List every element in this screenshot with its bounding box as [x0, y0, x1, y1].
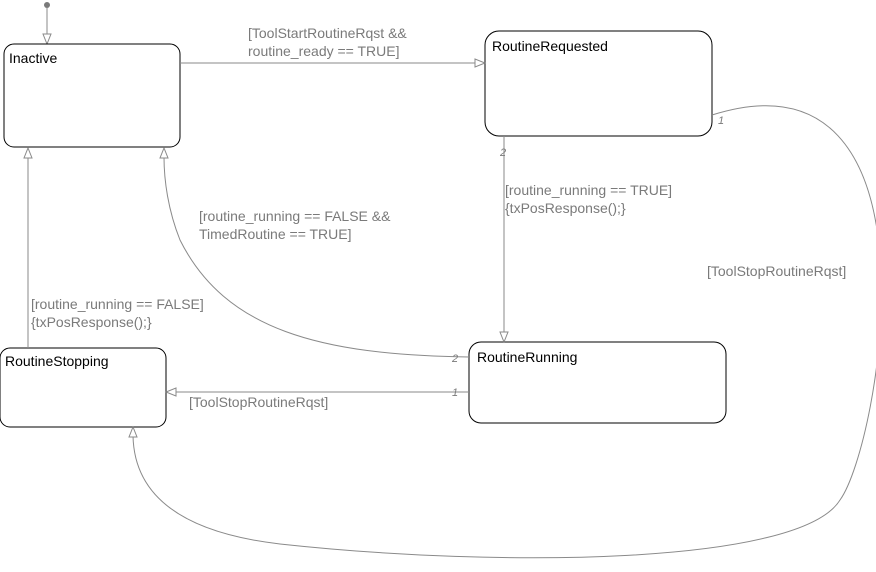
transition-requested-running-priority: 2: [499, 147, 506, 159]
state-routine-running-label: RoutineRunning: [477, 349, 577, 365]
transition-requested-stopping-priority: 1: [718, 115, 724, 127]
transition-requested-stopping-arrowhead: [128, 425, 138, 438]
transition-stopping-to-inactive[interactable]: [routine_running == FALSE] {txPosRespons…: [23, 146, 204, 348]
transition-running-stopping-label: [ToolStopRoutineRqst]: [189, 394, 328, 410]
transition-running-to-stopping[interactable]: 1 [ToolStopRoutineRqst]: [164, 387, 469, 410]
transition-stopping-inactive-label-1: [routine_running == FALSE]: [31, 296, 204, 312]
transition-running-to-inactive[interactable]: 2 [routine_running == FALSE && TimedRout…: [159, 146, 470, 365]
transition-running-inactive-label-2: TimedRoutine == TRUE]: [199, 226, 352, 242]
transition-stopping-inactive-label-2: {txPosResponse();}: [31, 314, 152, 330]
transition-requested-to-running[interactable]: 2 [routine_running == TRUE] {txPosRespon…: [499, 136, 672, 344]
transition-running-inactive-line: [163, 156, 470, 358]
transition-requested-running-arrowhead: [499, 331, 509, 344]
initial-state-dot: [44, 2, 50, 8]
transition-running-inactive-arrowhead: [159, 146, 169, 159]
transition-requested-running-label-1: [routine_running == TRUE]: [505, 182, 672, 198]
transition-inactive-to-requested[interactable]: [ToolStartRoutineRqst && routine_ready =…: [180, 25, 487, 68]
state-routine-stopping[interactable]: RoutineStopping: [0, 347, 167, 428]
transition-requested-to-stopping[interactable]: 1 [ToolStopRoutineRqst]: [128, 105, 876, 559]
state-routine-stopping-box: [0, 347, 167, 428]
transition-start-label-2: routine_ready == TRUE]: [248, 43, 400, 59]
transition-running-inactive-priority: 2: [451, 353, 458, 365]
state-routine-running[interactable]: RoutineRunning: [468, 341, 727, 424]
state-routine-running-box: [468, 341, 727, 424]
transition-start-arrowhead: [474, 58, 487, 68]
transition-requested-running-label-2: {txPosResponse();}: [505, 200, 626, 216]
state-routine-requested-label: RoutineRequested: [492, 38, 608, 54]
state-inactive-box: [3, 43, 181, 148]
transition-requested-stopping-label: [ToolStopRoutineRqst]: [707, 263, 846, 279]
state-routine-stopping-label: RoutineStopping: [5, 353, 109, 369]
state-routine-requested[interactable]: RoutineRequested: [484, 30, 713, 137]
transition-start-label-1: [ToolStartRoutineRqst &&: [248, 25, 407, 41]
transition-running-stopping-priority: 1: [452, 387, 458, 399]
transition-running-stopping-arrowhead: [164, 387, 177, 397]
state-inactive[interactable]: Inactive: [3, 43, 181, 148]
state-inactive-label: Inactive: [9, 50, 57, 66]
transition-running-inactive-label-1: [routine_running == FALSE &&: [199, 208, 391, 224]
default-transition-arrowhead: [42, 33, 52, 46]
state-routine-requested-box: [484, 30, 713, 137]
transition-requested-stopping-line: [132, 105, 876, 559]
transition-stopping-inactive-arrowhead: [23, 146, 33, 159]
